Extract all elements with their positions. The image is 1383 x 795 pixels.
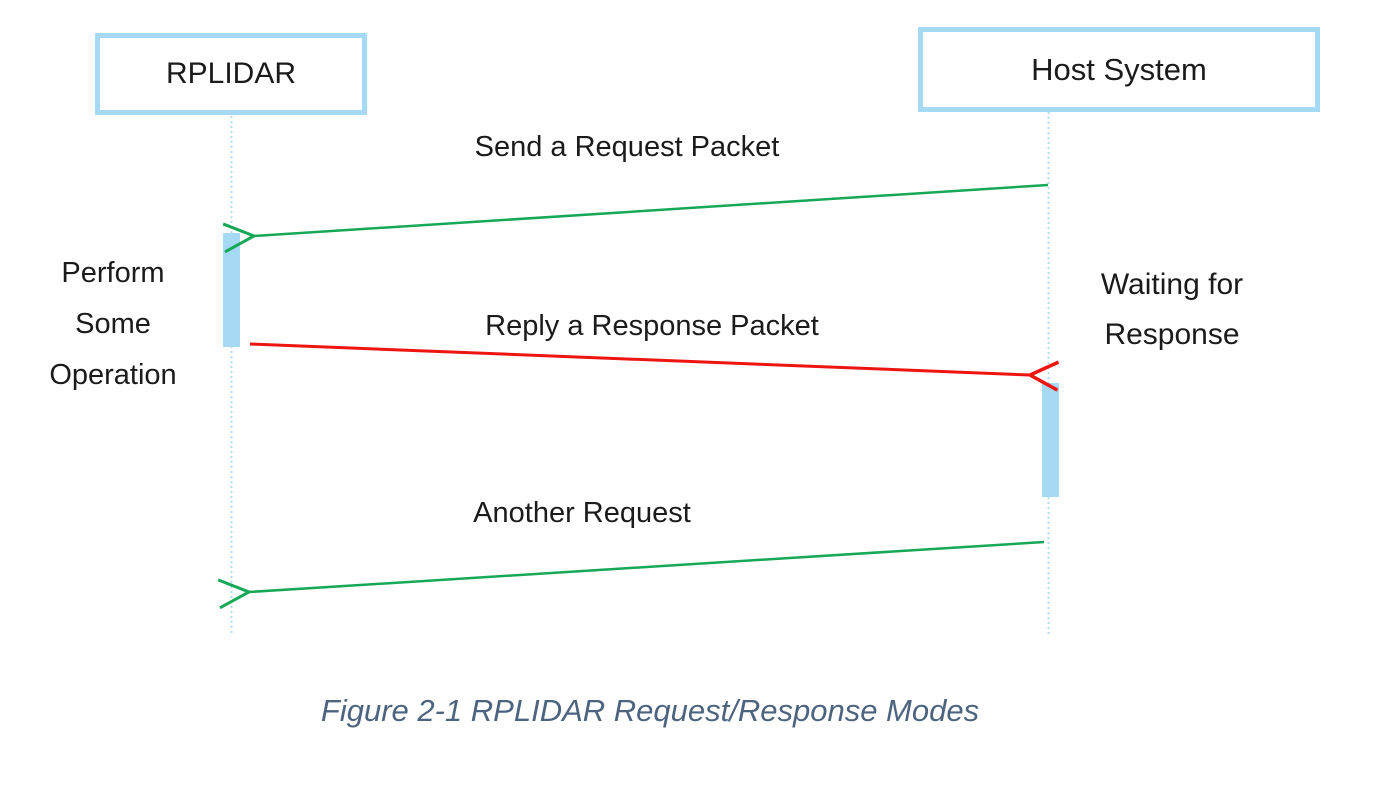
note-line: Waiting for — [1100, 268, 1244, 301]
figure-caption: Figure 2-1 RPLIDAR Request/Response Mode… — [320, 693, 980, 728]
request-message-label: Send a Request Packet — [474, 131, 780, 163]
note-line: Some — [75, 308, 151, 340]
actor-label-host-system: Host System — [1031, 51, 1207, 87]
note-line: Response — [1104, 318, 1240, 351]
actor-label-rplidar: RPLIDAR — [165, 57, 297, 90]
host-activation-bar — [1042, 383, 1059, 497]
waiting-for-response-note: Waiting for Response — [1072, 260, 1272, 360]
response-message-label: Reply a Response Packet — [485, 310, 819, 342]
actor-box-rplidar: RPLIDAR — [95, 33, 367, 115]
actor-box-host-system: Host System — [918, 27, 1320, 112]
another-request-arrow — [249, 540, 1045, 592]
response-arrow — [249, 342, 1030, 375]
rplidar-activation-bar — [223, 233, 240, 347]
another-request-message-label: Another Request — [473, 497, 691, 529]
request-arrow — [254, 183, 1049, 236]
note-line: Operation — [49, 359, 177, 391]
perform-operation-note: Perform Some Operation — [18, 248, 208, 401]
note-line: Perform — [61, 257, 165, 289]
